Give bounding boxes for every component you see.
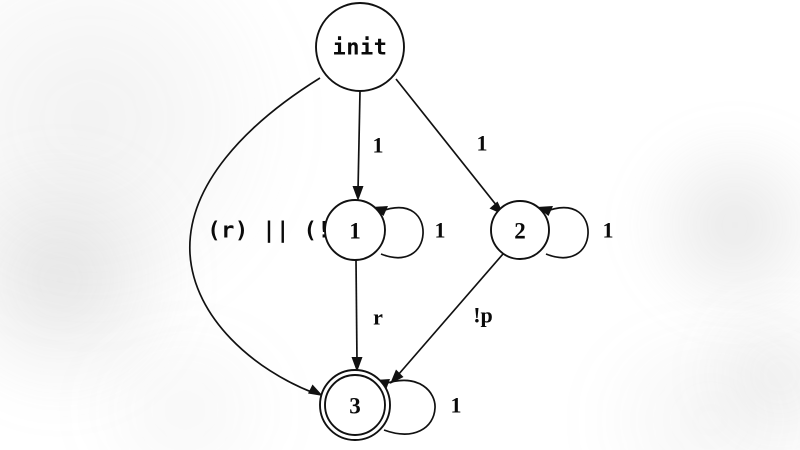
node-outline	[490, 200, 550, 260]
node-outline	[315, 2, 405, 92]
arrowhead-icon	[390, 369, 404, 384]
node-label-init: init	[333, 36, 388, 61]
node-init[interactable]: init	[315, 2, 405, 92]
edge-line	[357, 90, 361, 192]
node-state1[interactable]: 1	[324, 199, 386, 261]
node-outline	[324, 199, 386, 261]
node-state2[interactable]: 2	[490, 200, 550, 260]
edge-label-state2-to-state3: !p	[473, 303, 493, 328]
node-label-state3: 3	[349, 394, 361, 419]
edge-line	[355, 259, 358, 363]
edge-init-to-state2[interactable]: 1	[395, 78, 504, 215]
node-state3-accepting[interactable]: 3	[319, 369, 391, 441]
node-label-state2: 2	[514, 219, 526, 244]
edge-label-init-to-state1: 1	[373, 133, 384, 158]
node-outline-inner	[324, 374, 386, 436]
edge-line	[189, 77, 321, 394]
edge-line	[543, 206, 589, 259]
edge-label-state2-self-loop: 1	[603, 218, 614, 243]
edge-state2-to-state3[interactable]: !p	[390, 253, 504, 384]
edge-label-state3-self-loop: 1	[451, 393, 462, 418]
edge-state2-self-loop[interactable]: 1	[537, 206, 614, 259]
edge-line	[397, 253, 504, 376]
arrowhead-icon	[351, 357, 363, 372]
edge-init-to-state1[interactable]: 1	[352, 90, 384, 201]
arrowhead-icon	[352, 186, 364, 201]
edge-label-state1-to-state3: r	[373, 305, 383, 330]
edge-state1-to-state3[interactable]: r	[351, 259, 384, 372]
edge-line	[395, 78, 498, 207]
edge-line	[378, 206, 424, 259]
arrowhead-icon	[537, 206, 553, 216]
edge-line	[383, 379, 436, 435]
edge-label-init-to-state2: 1	[477, 131, 488, 156]
node-label-state1: 1	[349, 219, 361, 244]
arrowhead-icon	[308, 384, 323, 396]
edge-label-state1-self-loop: 1	[435, 218, 446, 243]
